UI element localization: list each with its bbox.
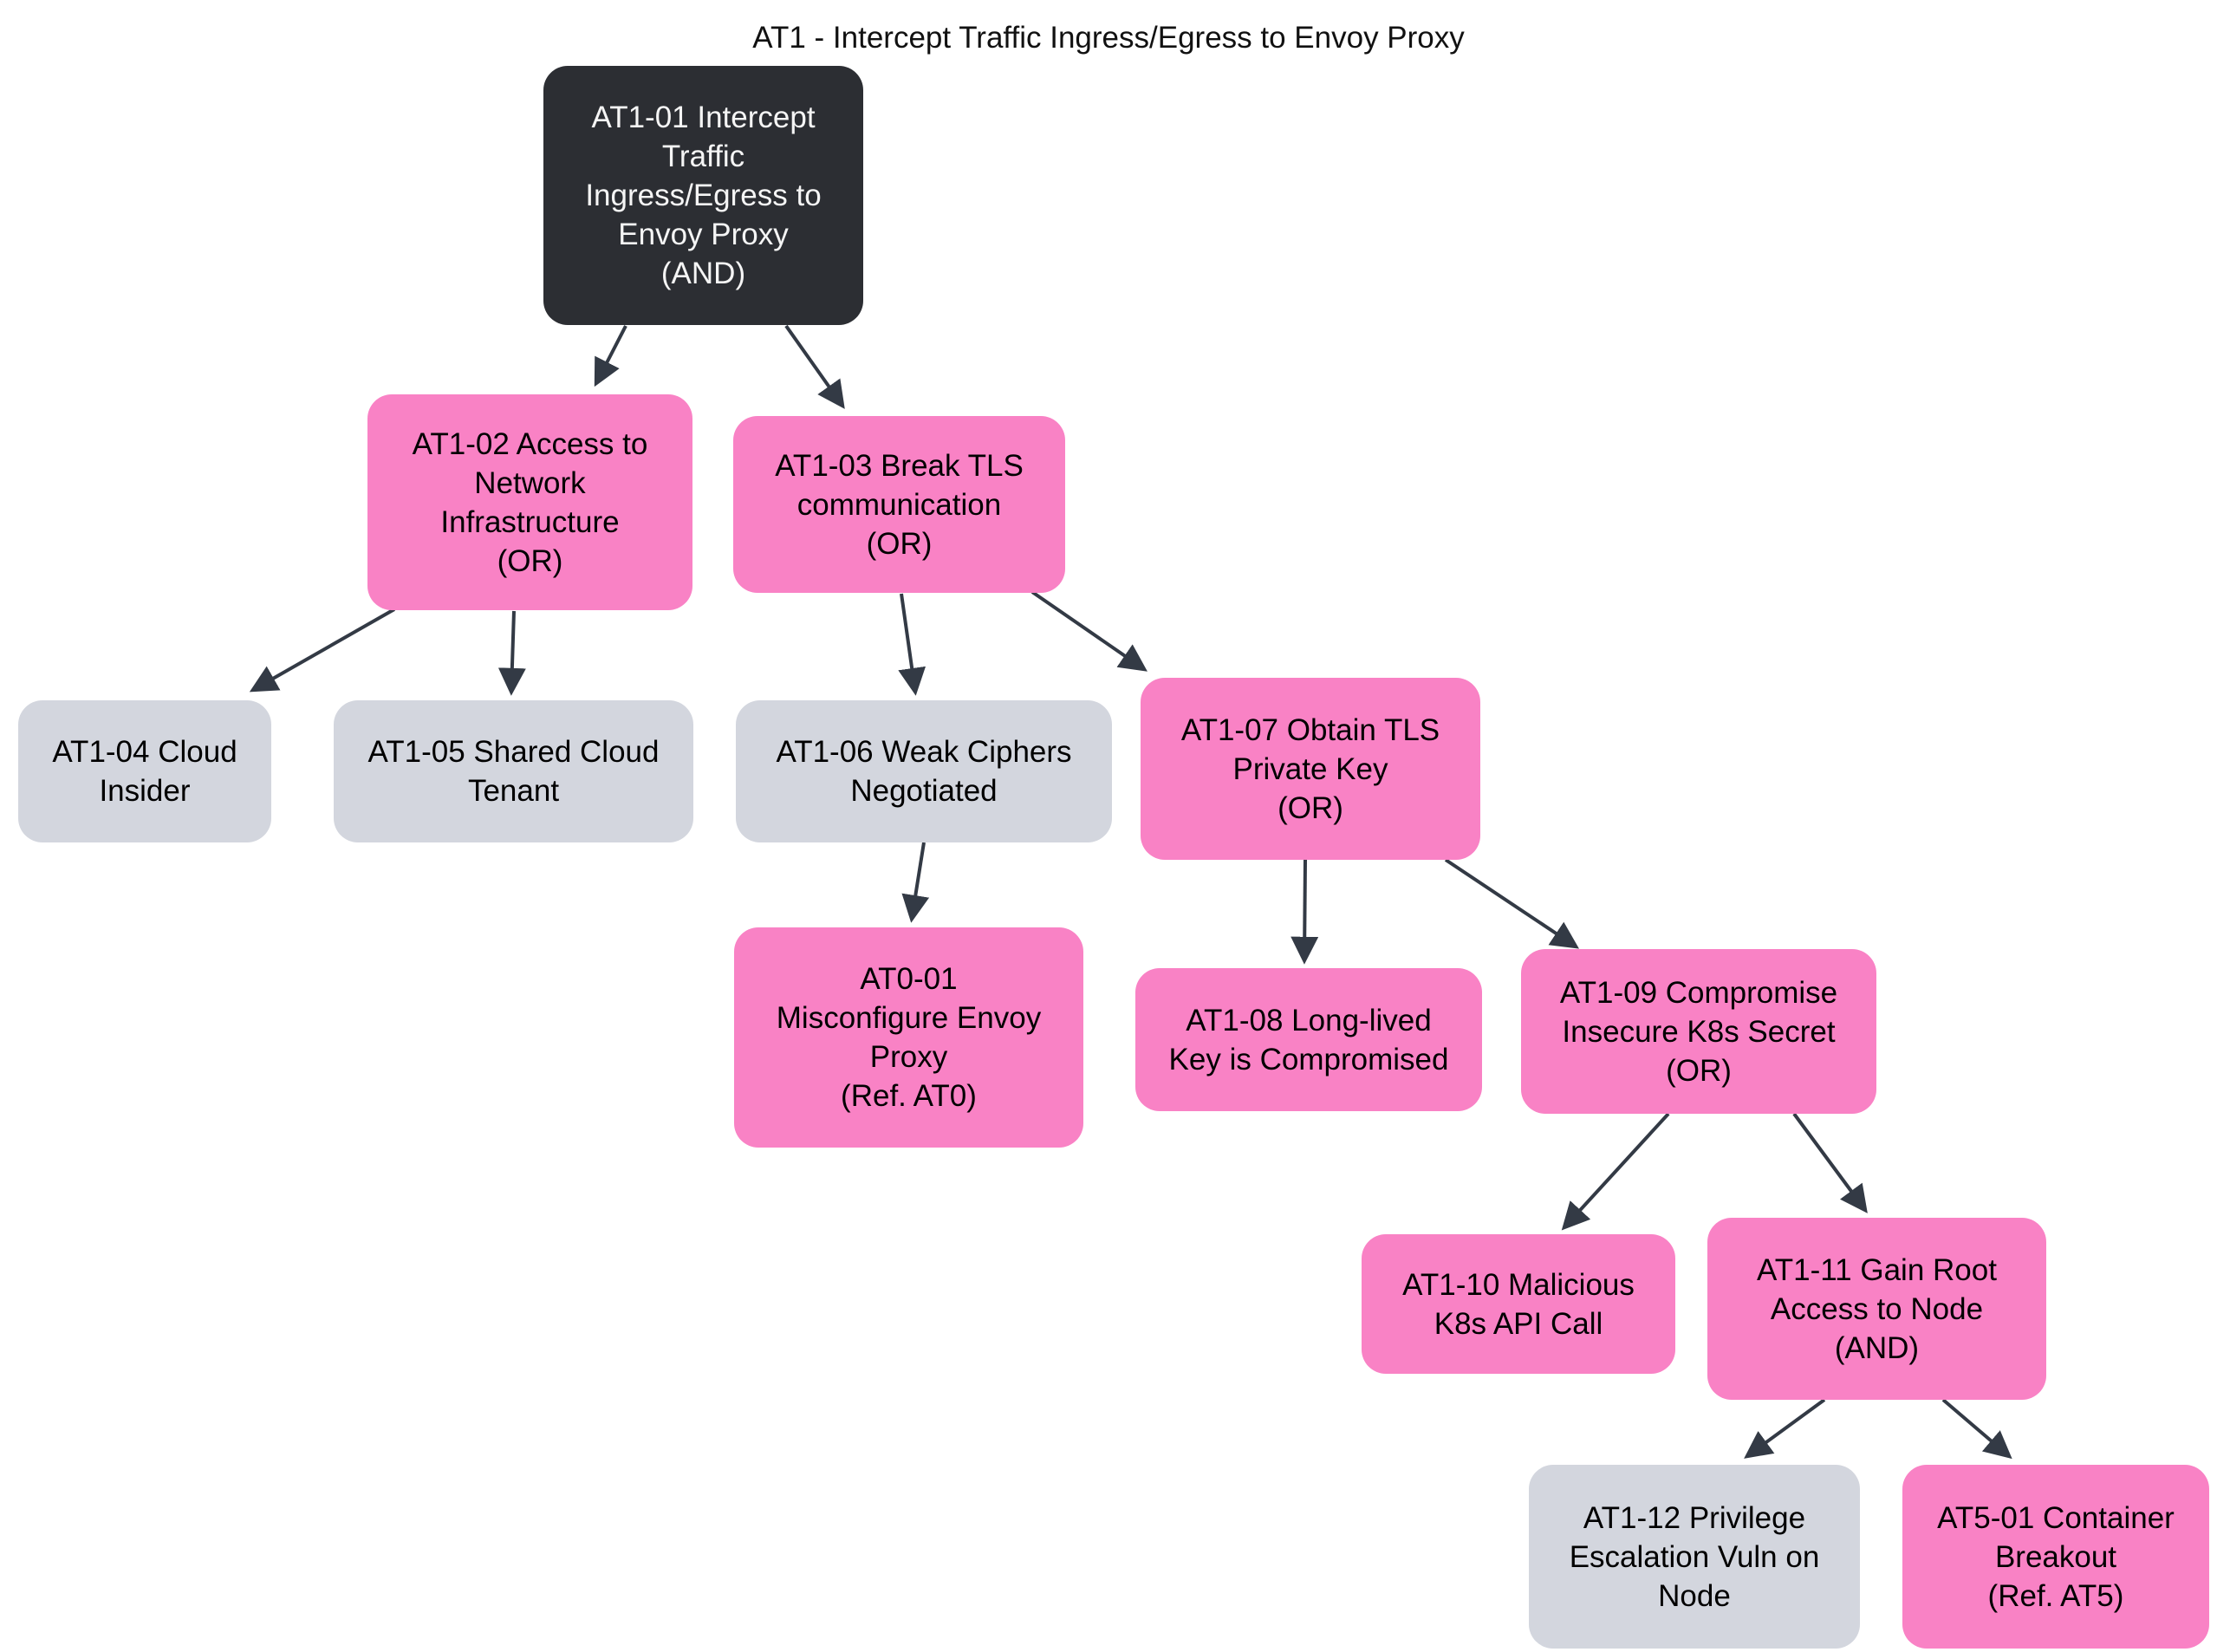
diagram-title: AT1 - Intercept Traffic Ingress/Egress t… bbox=[752, 21, 1465, 55]
edge-AT1-07-AT1-08 bbox=[1291, 859, 1319, 965]
node-AT1-02-or: AT1-02 Access to Network Infrastructure … bbox=[367, 394, 692, 610]
node-AT1-10: AT1-10 Malicious K8s API Call bbox=[1362, 1234, 1675, 1374]
edge-AT1-03-AT1-07 bbox=[1030, 590, 1148, 672]
edge-AT1-06-AT0-01 bbox=[901, 842, 930, 923]
edge-AT1-02-AT1-05 bbox=[497, 610, 526, 696]
node-AT1-01-root-and: AT1-01 Intercept Traffic Ingress/Egress … bbox=[543, 66, 863, 325]
node-AT1-09-or: AT1-09 Compromise Insecure K8s Secret (O… bbox=[1521, 949, 1876, 1114]
edge-AT1-02-AT1-04 bbox=[249, 608, 395, 693]
edge-AT1-11-AT1-12 bbox=[1744, 1398, 1826, 1459]
edge-AT1-11-AT5-01 bbox=[1941, 1398, 2012, 1460]
node-AT1-06-leaf: AT1-06 Weak Ciphers Negotiated bbox=[736, 700, 1112, 842]
edge-AT1-01-AT1-02 bbox=[594, 325, 627, 387]
edge-AT1-09-AT1-10 bbox=[1561, 1112, 1670, 1231]
edge-AT1-07-AT1-09 bbox=[1444, 858, 1579, 949]
node-AT1-07-or: AT1-07 Obtain TLS Private Key (OR) bbox=[1141, 678, 1480, 860]
node-AT1-08: AT1-08 Long-lived Key is Compromised bbox=[1135, 968, 1482, 1111]
node-AT5-01-ref: AT5-01 Container Breakout (Ref. AT5) bbox=[1902, 1465, 2209, 1649]
node-AT1-12-leaf: AT1-12 Privilege Escalation Vuln on Node bbox=[1529, 1465, 1860, 1649]
edge-AT1-09-AT1-11 bbox=[1792, 1112, 1868, 1213]
node-AT1-04-leaf: AT1-04 Cloud Insider bbox=[18, 700, 271, 842]
edge-AT1-03-AT1-06 bbox=[898, 593, 926, 696]
node-AT1-11-and: AT1-11 Gain Root Access to Node (AND) bbox=[1707, 1218, 2046, 1400]
node-AT1-03-or: AT1-03 Break TLS communication (OR) bbox=[733, 416, 1065, 593]
edge-AT1-01-AT1-03 bbox=[784, 324, 845, 409]
node-AT1-05-leaf: AT1-05 Shared Cloud Tenant bbox=[334, 700, 693, 842]
node-AT0-01-ref: AT0-01 Misconfigure Envoy Proxy (Ref. AT… bbox=[734, 927, 1083, 1148]
